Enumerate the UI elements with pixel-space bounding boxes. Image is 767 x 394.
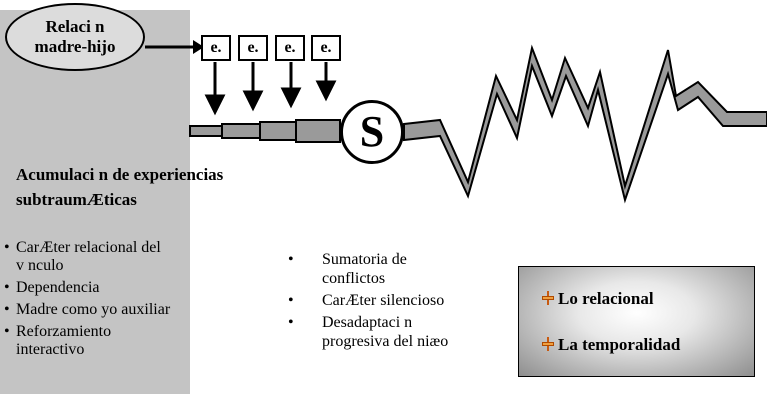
list-item: Sumatoria de conflictos [286, 250, 466, 288]
list-item: Desadaptaci n progresiva del niæo [286, 313, 466, 351]
experience-box: e. [238, 35, 268, 61]
symptom-features-list: Sumatoria de conflictos CarÆter silencio… [286, 250, 466, 354]
summary-item-label: Lo relacional [558, 289, 654, 308]
list-item: CarÆter relacional del v nculo [4, 239, 264, 275]
list-item-line: Desadaptaci n [322, 314, 413, 331]
heading-line1: Acumulaci n de experiencias [16, 165, 224, 184]
list-item-line: Sumatoria de [322, 251, 407, 268]
experience-box: e. [201, 35, 231, 61]
summary-box: Lo relacional La temporalidad [518, 266, 755, 377]
symptom-node: S [340, 100, 404, 164]
list-item-line: conflictos [322, 270, 386, 287]
relational-factors-list: CarÆter relacional del v nculo Dependenc… [4, 239, 264, 363]
heading-line2: subtraumÆticas [16, 190, 137, 209]
accumulation-heading: Acumulaci n de experiencias subtraumÆtic… [16, 162, 286, 212]
list-item-line: interactivo [16, 341, 85, 358]
summary-item: La temporalidad [541, 335, 680, 355]
accumulation-tube [189, 119, 341, 143]
list-item-line: Reforzamiento [16, 323, 112, 340]
relation-node: Relaci n madre-hijo [5, 3, 145, 71]
experience-box: e. [275, 35, 305, 61]
experience-arrows [204, 62, 337, 116]
list-item-line: Madre como yo auxiliar [16, 301, 171, 318]
list-item-line: progresiva del niæo [322, 333, 449, 350]
list-item-line: CarÆter silencioso [322, 292, 445, 309]
summary-item-label: La temporalidad [558, 335, 681, 354]
symptom-wave [403, 44, 767, 204]
list-item-line: v nculo [16, 257, 64, 274]
summary-item: Lo relacional [541, 289, 654, 309]
list-item: Dependencia [4, 279, 264, 297]
list-item-line: CarÆter relacional del [16, 239, 161, 256]
list-item: Reforzamiento interactivo [4, 323, 264, 359]
relation-node-line2: madre-hijo [34, 37, 116, 56]
experience-box: e. [311, 35, 341, 61]
pin-icon [541, 337, 555, 351]
list-item: Madre como yo auxiliar [4, 301, 264, 319]
list-item-line: Dependencia [16, 279, 100, 296]
list-item: CarÆter silencioso [286, 291, 466, 310]
relation-arrow-head [193, 40, 204, 54]
relation-node-line1: Relaci n [45, 17, 105, 36]
pin-icon [541, 291, 555, 305]
